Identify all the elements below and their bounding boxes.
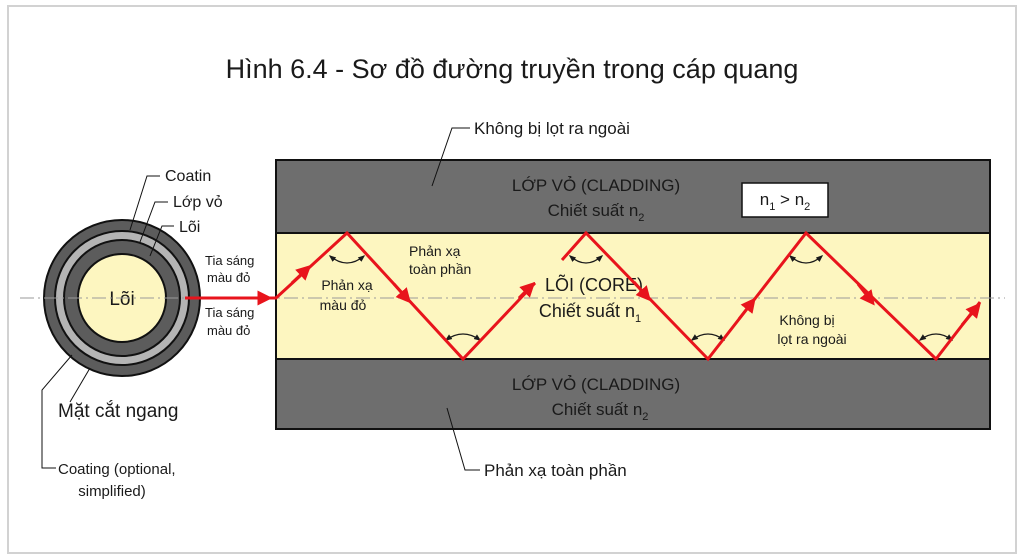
ray-path-2 xyxy=(560,230,982,362)
index-relation: n1 > n2 xyxy=(760,190,811,213)
section-label: Mặt cắt ngang xyxy=(58,400,178,422)
cladding-bottom-index: Chiết suất n2 xyxy=(552,400,649,423)
ray-arrow-exit xyxy=(960,302,981,326)
leader-section xyxy=(69,367,91,403)
cladding-bottom-title: LỚP VỎ (CLADDING) xyxy=(512,375,680,394)
reflect-a-line1: Phản xạ xyxy=(409,243,461,259)
bottom-callout: Phản xạ toàn phần xyxy=(484,461,627,480)
angle-arc-6 xyxy=(918,333,954,341)
ray-arrow-6 xyxy=(737,297,756,320)
cladding-bottom xyxy=(275,358,991,430)
angle-arc-3 xyxy=(568,255,604,264)
leader-lop-vo xyxy=(139,201,168,243)
ray-label-bottom-line1: Tia sáng xyxy=(205,305,254,320)
coating-note-line1: Coating (optional, xyxy=(58,461,176,478)
leader-bottom-callout xyxy=(446,407,480,471)
ray-arrow-5 xyxy=(632,281,651,302)
ray-label-top-line2: màu đỏ xyxy=(207,270,250,285)
core-title: LÕI (CORE) xyxy=(545,274,643,295)
angle-arc-5 xyxy=(788,255,824,264)
reflect-b-line1: Phản xạ xyxy=(321,277,373,293)
label-lop-vo: Lớp vỏ xyxy=(173,194,223,211)
core-band xyxy=(275,232,991,360)
no-leak-line1: Không bị xyxy=(779,312,834,328)
ray-arrow-3 xyxy=(392,283,411,304)
no-leak-line2: lọt ra ngoài xyxy=(777,331,846,347)
index-relation-box xyxy=(741,182,829,218)
coating-note-line2: simplified) xyxy=(78,483,146,500)
cladding-top xyxy=(275,159,991,234)
angle-arc-2 xyxy=(444,333,482,341)
diagram-title: Hình 6.4 - Sơ đồ đường truyền trong cáp … xyxy=(226,54,799,84)
label-coatin: Coatin xyxy=(165,168,211,185)
core-index: Chiết suất n1 xyxy=(539,301,641,325)
label-loi: Lõi xyxy=(179,219,200,236)
core-circle-label: Lõi xyxy=(109,289,134,310)
ray-label-top-line1: Tia sáng xyxy=(205,253,254,268)
cross-section: Lõi Coatin Lớp vỏ Lõi Mặt cắt ngang Coat… xyxy=(41,168,223,500)
ray-arrow-2 xyxy=(290,264,312,285)
top-callout: Không bị lọt ra ngoài xyxy=(474,119,630,138)
leader-top-callout xyxy=(431,127,470,187)
angle-arcs xyxy=(328,255,954,341)
leader-loi xyxy=(149,225,174,257)
ray-label-bottom-line2: màu đỏ xyxy=(207,323,250,338)
ray-arrow-4 xyxy=(517,281,536,300)
leader-coatin xyxy=(129,175,160,231)
ray-arrow-7 xyxy=(856,283,875,306)
reflect-a-line2: toàn phần xyxy=(409,261,471,277)
angle-arc-4 xyxy=(690,333,726,341)
light-ray xyxy=(185,230,982,362)
angle-arc-1 xyxy=(328,255,366,264)
leader-coating-note xyxy=(41,354,73,469)
cladding-top-index: Chiết suất n2 xyxy=(548,201,645,224)
reflect-b-line2: màu đỏ xyxy=(320,297,367,313)
frame-border xyxy=(7,5,1017,554)
cladding-top-title: LỚP VỎ (CLADDING) xyxy=(512,176,680,195)
